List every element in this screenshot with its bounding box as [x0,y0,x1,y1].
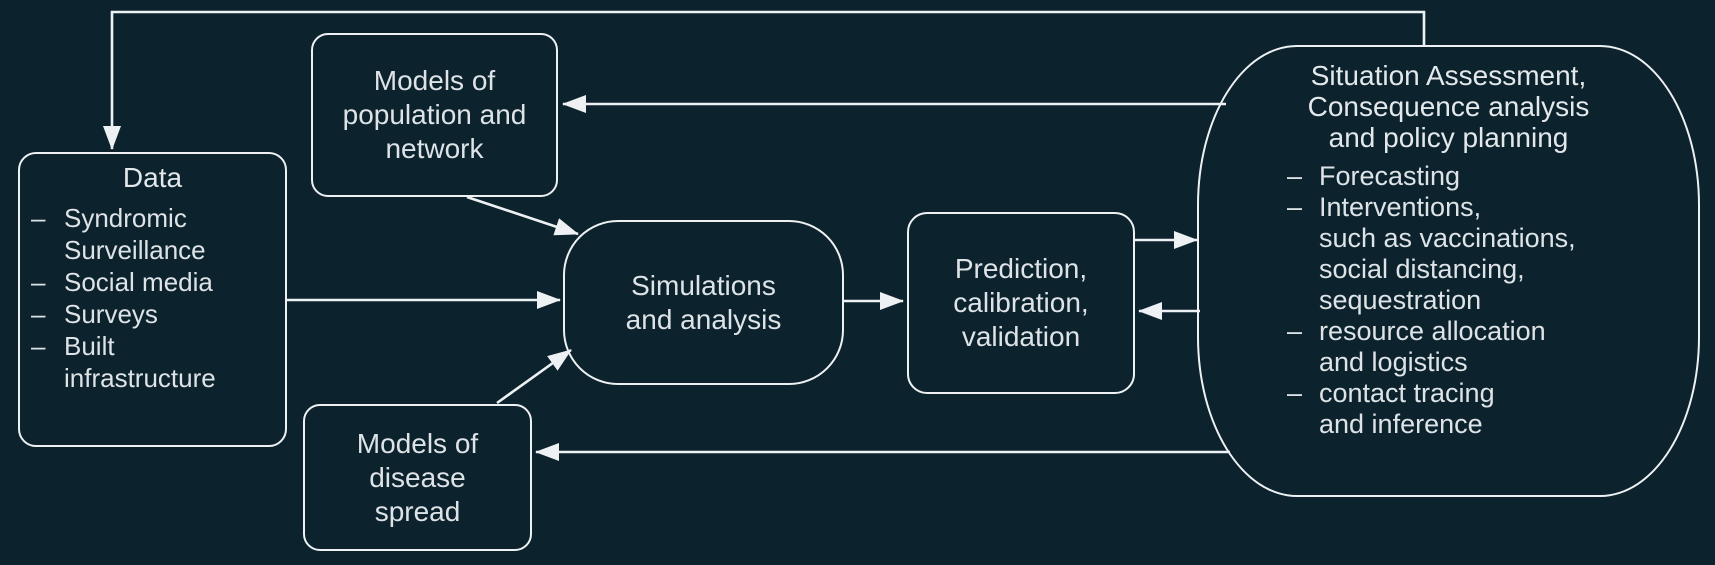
node-prediction: Prediction, calibration, validation [907,212,1135,394]
situation-title: Situation Assessment, Consequence analys… [1307,60,1590,153]
list-item: – resource allocation and logistics [1199,316,1698,378]
node-simulations: Simulations and analysis [563,220,844,385]
list-item-label: contact tracing and inference [1319,378,1495,439]
bullet-dash: – [1287,378,1303,408]
node-models-population: Models of population and network [311,33,558,197]
bullet-dash: – [1287,316,1303,346]
list-item-label: Social media [64,267,213,297]
list-item-label: Interventions, such as vaccinations, soc… [1319,192,1576,315]
arrow-situation-to-data-feedback [103,10,1426,150]
list-item: – Syndromic Surveillance [20,202,285,266]
list-item: – Surveys [20,298,285,330]
bullet-dash: – [31,203,46,233]
list-item-label: Built infrastructure [64,331,216,393]
node-models-disease: Models of disease spread [303,404,532,551]
list-item: – contact tracing and inference [1199,378,1698,440]
bullet-dash: – [31,331,46,361]
bullet-dash: – [1287,192,1303,222]
node-label: Prediction, calibration, validation [953,253,1089,352]
list-item-label: resource allocation and logistics [1319,316,1546,377]
node-label: Models of population and network [342,65,527,164]
list-item-label: Surveys [64,299,158,329]
list-item: – Interventions, such as vaccinations, s… [1199,192,1698,316]
node-situation-assessment: Situation Assessment, Consequence analys… [1197,45,1700,497]
node-label: Models of disease spread [356,427,479,527]
node-label: Simulations and analysis [625,269,782,335]
data-list: – Syndromic Surveillance – Social media … [20,202,285,394]
list-item-label: Syndromic Surveillance [64,203,206,265]
bullet-dash: – [31,299,46,329]
node-data: Data – Syndromic Surveillance – Social m… [18,152,287,447]
list-item: – Forecasting [1199,161,1698,192]
situation-list: – Forecasting – Interventions, such as v… [1199,161,1698,440]
list-item-label: Forecasting [1319,161,1461,191]
list-item: – Built infrastructure [20,330,285,394]
bullet-dash: – [31,267,46,297]
data-title: Data [122,162,183,193]
list-item: – Social media [20,266,285,298]
bullet-dash: – [1287,161,1303,191]
arrow-models-population-to-simulations [466,195,579,236]
arrow-models-disease-to-simulations [496,348,572,405]
